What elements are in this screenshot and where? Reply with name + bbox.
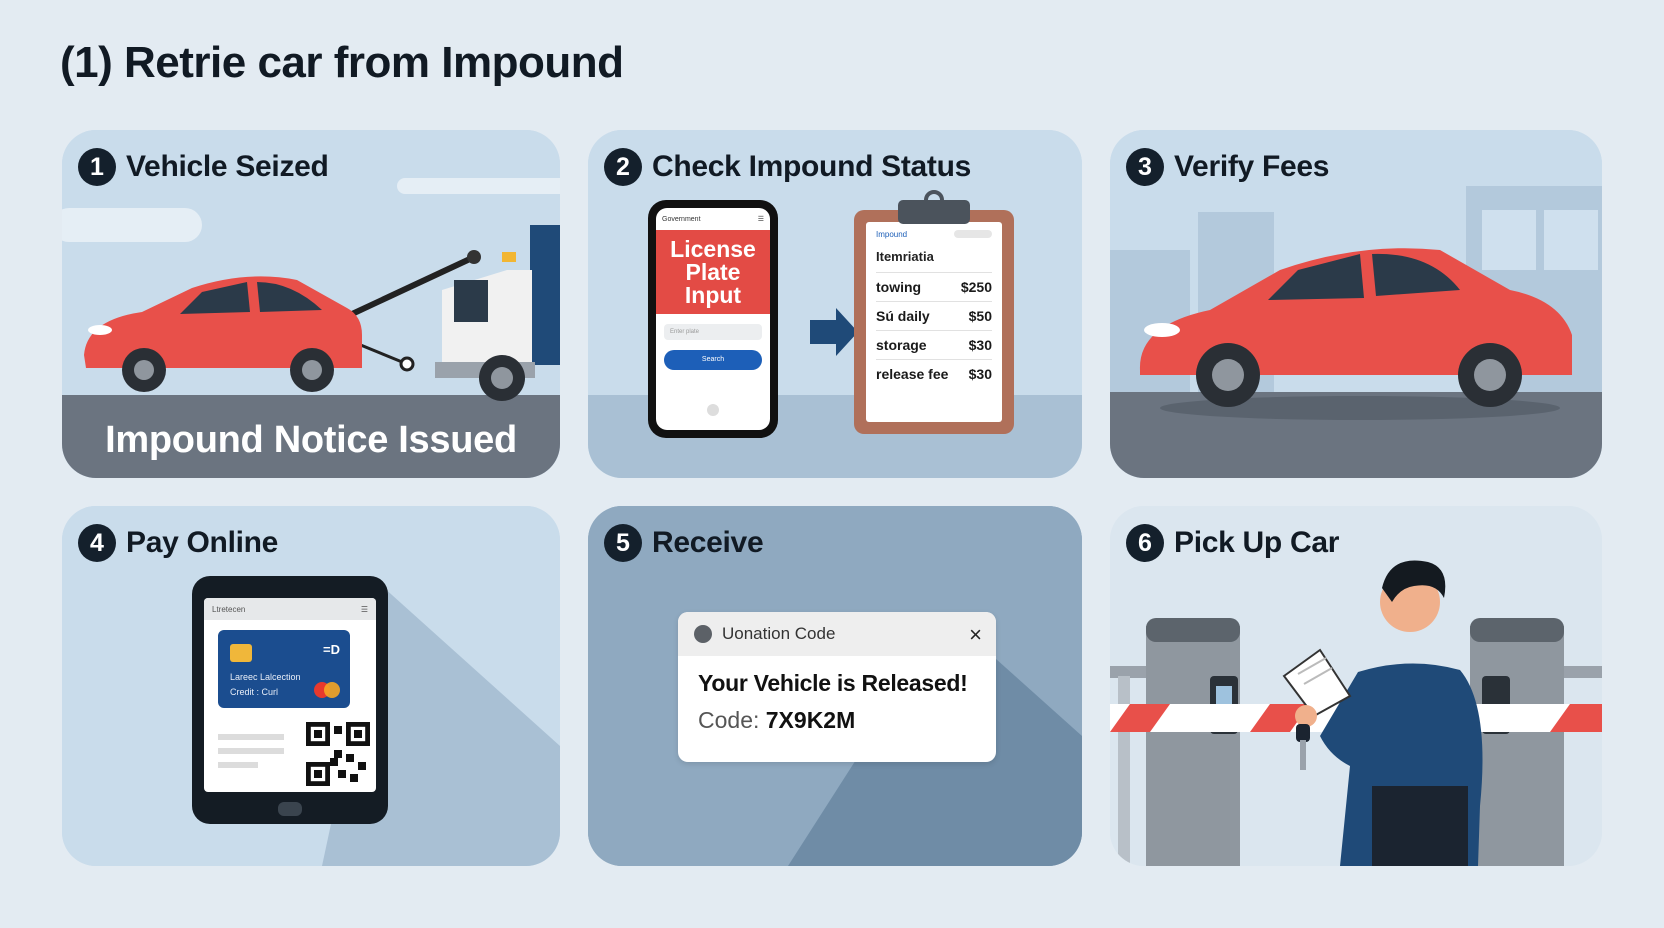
fee-row: storage$30 [876,330,992,359]
card-brand: =D [323,642,340,657]
step-number: 5 [604,524,642,562]
credit-card[interactable]: =D Lareec Lalcection Credit : Curl [218,630,350,708]
release-notification: Uonation Code × Your Vehicle is Released… [678,612,996,762]
pickup-gate-scene [1110,506,1602,866]
parked-car-scene [1110,130,1602,478]
menu-icon: ☰ [757,216,764,223]
notification-icon [694,625,712,643]
step-number: 6 [1126,524,1164,562]
home-button [707,404,719,416]
step-number: 2 [604,148,642,186]
step-title: Pick Up Car [1174,526,1340,559]
search-button[interactable]: Search [664,350,762,370]
step-title: Pay Online [126,526,279,559]
step-card-check-status: 2 Check Impound Status Government ☰ Lice… [588,130,1082,478]
qr-code-icon[interactable] [306,722,370,786]
clipboard-header: Impound [876,230,908,239]
step-card-pick-up: 6 Pick Up Car [1110,506,1602,866]
step-card-receive: 5 Receive Uonation Code × Your Vehicle i… [588,506,1082,866]
release-message: Your Vehicle is Released! [698,670,968,696]
card-line: Lareec Lalcection [230,672,301,682]
license-plate-heading: License Plate Input [656,230,770,314]
plate-input-field[interactable]: Enter plate [664,324,762,340]
fee-row: release fee$30 [876,359,992,388]
home-button [278,802,302,816]
step-title: Vehicle Seized [126,150,329,183]
fee-clipboard: Impound Itemriatia towing$250 Sú daily$5… [854,190,1014,434]
step-title: Check Impound Status [652,150,972,183]
fee-list-title: Itemriatia [876,249,934,264]
step-number: 4 [78,524,116,562]
step-title: Verify Fees [1174,150,1330,183]
release-code: Code: 7X9K2M [698,707,856,733]
fee-row: towing$250 [876,272,992,301]
fee-row: Sú daily$50 [876,301,992,330]
menu-icon: ☰ [360,604,368,614]
phone-mockup: Government ☰ License Plate Input Enter p… [648,200,778,438]
tablet-header: Ltretecen [212,604,246,614]
step-number: 1 [78,148,116,186]
page-title: (1) Retrie car from Impound [60,38,624,87]
step-number: 3 [1126,148,1164,186]
card-chip-icon [230,644,252,662]
step-card-verify-fees: 3 Verify Fees [1110,130,1602,478]
step-card-vehicle-seized: 1 Vehicle Seized Impound Notice Issued [62,130,560,478]
card-line: Credit : Curl [230,687,279,697]
tow-truck-scene [62,130,560,478]
close-icon[interactable]: × [969,622,982,647]
step-card-pay-online: 4 Pay Online Ltretecen ☰ =D Lareec Lalce… [62,506,560,866]
impound-notice-caption: Impound Notice Issued [105,419,517,461]
phone-header: Government [662,215,701,223]
tablet-mockup: Ltretecen ☰ =D Lareec Lalcection Credit … [192,576,388,824]
step-title: Receive [652,526,764,559]
arrow-right-icon [810,308,858,356]
notification-header: Uonation Code [722,624,836,643]
